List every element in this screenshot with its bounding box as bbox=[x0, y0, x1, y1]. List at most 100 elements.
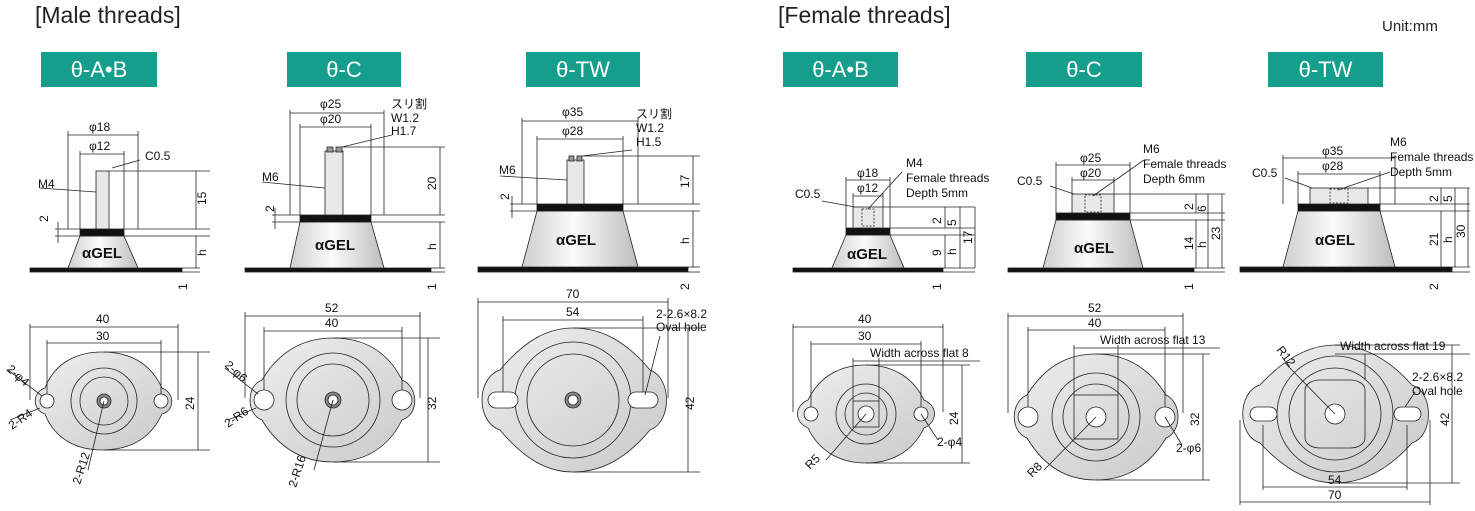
dim-label: 52 bbox=[1088, 301, 1102, 315]
callout-label: 2-2.6×8.2 bbox=[1412, 370, 1463, 384]
tag-male-tw: θ-TW bbox=[526, 52, 640, 87]
dim-label: 1 bbox=[1182, 283, 1196, 290]
dim-label: 23 bbox=[1209, 226, 1223, 240]
dim-label: 40 bbox=[858, 312, 872, 326]
dim-label: φ12 bbox=[857, 181, 878, 195]
callout-label: C0.5 bbox=[145, 149, 171, 163]
female-threads-header: [Female threads] bbox=[778, 2, 951, 28]
dim-label: 42 bbox=[1438, 412, 1452, 426]
dim-label: 1 bbox=[930, 283, 944, 290]
dim-label: h bbox=[425, 243, 439, 250]
dim-label: 24 bbox=[183, 396, 197, 410]
dim-label: h bbox=[945, 248, 959, 255]
callout-label: 2-φ6 bbox=[1176, 441, 1201, 455]
female-tw-plan bbox=[1239, 344, 1470, 505]
callout-label: Width across flat 8 bbox=[870, 346, 969, 360]
callout-label: Oval hole bbox=[656, 320, 707, 334]
male-ab-side bbox=[29, 131, 210, 273]
callout-label: 2-φ4 bbox=[937, 435, 962, 449]
dim-label: φ18 bbox=[89, 120, 110, 134]
dim-label: φ20 bbox=[1080, 166, 1101, 180]
gel-label: αGEL bbox=[556, 232, 596, 249]
slit-label: スリ割 bbox=[636, 106, 672, 121]
dim-label: 30 bbox=[858, 329, 872, 343]
female-ab-side bbox=[792, 171, 976, 273]
dim-label: φ20 bbox=[320, 112, 341, 126]
callout-label: M6 bbox=[1390, 135, 1407, 149]
dim-label: 17 bbox=[678, 174, 692, 188]
callout-label: Width across flat 13 bbox=[1100, 333, 1206, 347]
callout-label: Depth 5mm bbox=[906, 186, 968, 200]
dim-label: 2 bbox=[498, 193, 512, 200]
female-tw-side bbox=[1239, 155, 1470, 273]
dim-label: 14 bbox=[1182, 236, 1196, 250]
slit-label: H1.7 bbox=[391, 124, 417, 138]
callout-label: 2-R12 bbox=[70, 450, 94, 486]
tag-female-c: θ-C bbox=[1026, 52, 1142, 87]
dim-label: 21 bbox=[1427, 232, 1441, 246]
callout-label: 2-φ6 bbox=[222, 358, 250, 385]
female-c-plan bbox=[1007, 313, 1220, 481]
dim-label: 40 bbox=[325, 316, 339, 330]
callout-label: R5 bbox=[802, 451, 823, 472]
callout-label: 2-R6 bbox=[222, 404, 252, 431]
callout-label: Depth 5mm bbox=[1390, 165, 1452, 179]
tag-female-tw: θ-TW bbox=[1268, 52, 1383, 87]
slit-label: H1.5 bbox=[636, 135, 662, 149]
dim-label: 6 bbox=[1195, 205, 1209, 212]
tag-male-c: θ-C bbox=[287, 52, 401, 87]
dim-label: 54 bbox=[566, 305, 580, 319]
dim-label: 2 bbox=[678, 283, 692, 290]
unit-label: Unit:mm bbox=[1382, 18, 1438, 35]
dim-label: 52 bbox=[325, 301, 339, 315]
dim-label: 2 bbox=[37, 215, 51, 222]
callout-label: 2-2.6×8.2 bbox=[656, 307, 707, 321]
dim-label: 15 bbox=[195, 191, 209, 205]
callout-label: R8 bbox=[1024, 459, 1045, 480]
dim-label: 1 bbox=[176, 283, 190, 290]
callout-label: M6 bbox=[499, 163, 516, 177]
dim-label: 70 bbox=[1328, 488, 1342, 502]
callout-label: M6 bbox=[1143, 142, 1160, 156]
female-ab-plan bbox=[792, 324, 980, 464]
callout-label: C0.5 bbox=[1017, 174, 1043, 188]
dim-label: φ35 bbox=[562, 105, 583, 119]
callout-label: C0.5 bbox=[1252, 166, 1278, 180]
male-tw-side bbox=[477, 118, 700, 273]
tag-male-ab: θ-A•B bbox=[41, 52, 157, 87]
slit-label: スリ割 bbox=[391, 96, 427, 111]
dim-label: 2 bbox=[1427, 283, 1441, 290]
dim-label: h bbox=[1195, 241, 1209, 248]
dim-label: 9 bbox=[930, 249, 944, 256]
dim-label: φ25 bbox=[1080, 151, 1101, 165]
callout-label: Female threads bbox=[1390, 150, 1473, 164]
callout-label: Female threads bbox=[906, 171, 989, 185]
dim-label: 17 bbox=[961, 230, 975, 244]
callout-label: Female threads bbox=[1143, 157, 1226, 171]
tag-female-ab: θ-A•B bbox=[783, 52, 898, 87]
dim-label: 20 bbox=[425, 176, 439, 190]
gel-label: αGEL bbox=[1315, 232, 1355, 249]
dim-label: 5 bbox=[1441, 195, 1455, 202]
male-c-plan bbox=[224, 312, 440, 471]
dim-label: 2 bbox=[1427, 195, 1441, 202]
dim-label: φ18 bbox=[857, 166, 878, 180]
dim-label: 2 bbox=[1182, 203, 1196, 210]
dim-label: 40 bbox=[1088, 316, 1102, 330]
dim-label: 24 bbox=[947, 411, 961, 425]
callout-label: M4 bbox=[38, 177, 55, 191]
dim-label: 54 bbox=[1328, 473, 1342, 487]
gel-label: αGEL bbox=[315, 237, 355, 254]
dim-label: h bbox=[1441, 236, 1455, 243]
female-c-side bbox=[1007, 159, 1225, 273]
slit-label: W1.2 bbox=[636, 121, 664, 135]
callout-label: 2-R16 bbox=[286, 453, 310, 489]
gel-label: αGEL bbox=[847, 246, 887, 263]
slit-label: W1.2 bbox=[391, 111, 419, 125]
dim-label: 2 bbox=[263, 205, 277, 212]
dim-label: φ25 bbox=[320, 97, 341, 111]
callout-label: M6 bbox=[262, 170, 279, 184]
dim-label: 40 bbox=[96, 312, 110, 326]
callout-label: C0.5 bbox=[795, 187, 821, 201]
